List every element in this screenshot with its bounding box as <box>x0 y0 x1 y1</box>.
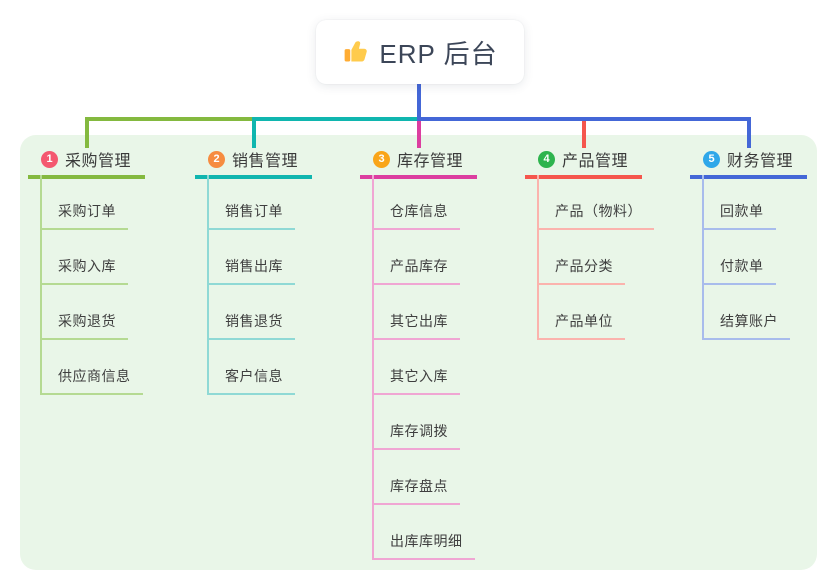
child-label: 仓库信息 <box>390 203 448 219</box>
child-node[interactable]: 仓库信息 <box>374 175 460 230</box>
child-label: 库存盘点 <box>390 478 448 494</box>
connector-horizontal-finance <box>417 117 751 121</box>
child-label: 出库库明细 <box>390 533 463 549</box>
child-node[interactable]: 库存调拨 <box>374 395 460 450</box>
child-label: 采购订单 <box>58 203 116 219</box>
child-label: 客户信息 <box>225 368 283 384</box>
connector-root-stem <box>417 84 421 121</box>
branches-panel <box>20 135 817 570</box>
topic-finance[interactable]: 5 财务管理 <box>690 143 807 179</box>
child-node[interactable]: 付款单 <box>704 230 776 285</box>
child-node[interactable]: 库存盘点 <box>374 450 460 505</box>
child-label: 其它入库 <box>390 368 448 384</box>
connector-horizontal-sales <box>252 117 421 121</box>
branch-inventory: 3 库存管理 仓库信息 产品库存 其它出库 其它入库 库存调拨 库存盘点 出库库… <box>360 143 477 560</box>
branch-finance: 5 财务管理 回款单 付款单 结算账户 <box>690 143 807 340</box>
child-node[interactable]: 产品分类 <box>539 230 625 285</box>
child-node[interactable]: 采购退货 <box>42 285 128 340</box>
child-node[interactable]: 产品单位 <box>539 285 625 340</box>
child-node[interactable]: 采购订单 <box>42 175 128 230</box>
thumbs-up-icon <box>345 40 368 61</box>
child-label: 销售订单 <box>225 203 283 219</box>
connector-drop-product <box>582 121 586 148</box>
child-node[interactable]: 客户信息 <box>209 340 295 395</box>
topic-label-product: 产品管理 <box>562 153 629 170</box>
child-label: 产品分类 <box>555 258 613 274</box>
child-node[interactable]: 供应商信息 <box>42 340 143 395</box>
child-label: 产品单位 <box>555 313 613 329</box>
child-label: 采购退货 <box>58 313 116 329</box>
child-node[interactable]: 产品库存 <box>374 230 460 285</box>
child-node[interactable]: 出库库明细 <box>374 505 475 560</box>
child-node[interactable]: 产品（物料） <box>539 175 654 230</box>
child-node[interactable]: 采购入库 <box>42 230 128 285</box>
child-node[interactable]: 销售订单 <box>209 175 295 230</box>
child-node[interactable]: 销售退货 <box>209 285 295 340</box>
child-label: 供应商信息 <box>58 368 131 384</box>
child-node[interactable]: 结算账户 <box>704 285 790 340</box>
child-label: 产品（物料） <box>555 203 642 219</box>
child-label: 库存调拨 <box>390 423 448 439</box>
children-product: 产品（物料） 产品分类 产品单位 <box>537 175 654 340</box>
topic-label-finance: 财务管理 <box>727 153 794 170</box>
branch-product: 4 产品管理 产品（物料） 产品分类 产品单位 <box>525 143 654 340</box>
child-label: 采购入库 <box>58 258 116 274</box>
badge-4: 4 <box>538 150 555 168</box>
root-title: ERP 后台 <box>379 38 498 69</box>
connector-drop-inventory <box>417 121 421 148</box>
child-label: 产品库存 <box>390 258 448 274</box>
branch-purchase: 1 采购管理 采购订单 采购入库 采购退货 供应商信息 <box>28 143 145 395</box>
badge-5: 5 <box>703 150 720 168</box>
children-inventory: 仓库信息 产品库存 其它出库 其它入库 库存调拨 库存盘点 出库库明细 <box>372 175 475 560</box>
child-label: 付款单 <box>720 258 764 274</box>
children-finance: 回款单 付款单 结算账户 <box>702 175 790 340</box>
branch-sales: 2 销售管理 销售订单 销售出库 销售退货 客户信息 <box>195 143 312 395</box>
child-label: 其它出库 <box>390 313 448 329</box>
children-sales: 销售订单 销售出库 销售退货 客户信息 <box>207 175 295 395</box>
child-label: 销售退货 <box>225 313 283 329</box>
root-node[interactable]: ERP 后台 <box>316 20 524 84</box>
connector-drop-purchase <box>85 117 89 148</box>
topic-label-purchase: 采购管理 <box>65 153 132 170</box>
child-node[interactable]: 回款单 <box>704 175 776 230</box>
children-purchase: 采购订单 采购入库 采购退货 供应商信息 <box>40 175 143 395</box>
connector-drop-finance <box>747 117 751 148</box>
connector-drop-sales <box>252 117 256 148</box>
topic-sales[interactable]: 2 销售管理 <box>195 143 312 179</box>
topic-label-sales: 销售管理 <box>232 153 299 170</box>
topic-purchase[interactable]: 1 采购管理 <box>28 143 145 179</box>
child-label: 回款单 <box>720 203 764 219</box>
child-label: 结算账户 <box>720 313 778 329</box>
child-node[interactable]: 其它入库 <box>374 340 460 395</box>
topic-label-inventory: 库存管理 <box>397 153 464 170</box>
topic-product[interactable]: 4 产品管理 <box>525 143 642 179</box>
badge-1: 1 <box>41 150 58 168</box>
topic-inventory[interactable]: 3 库存管理 <box>360 143 477 179</box>
badge-3: 3 <box>373 150 390 168</box>
child-label: 销售出库 <box>225 258 283 274</box>
badge-2: 2 <box>208 150 225 168</box>
child-node[interactable]: 销售出库 <box>209 230 295 285</box>
child-node[interactable]: 其它出库 <box>374 285 460 340</box>
